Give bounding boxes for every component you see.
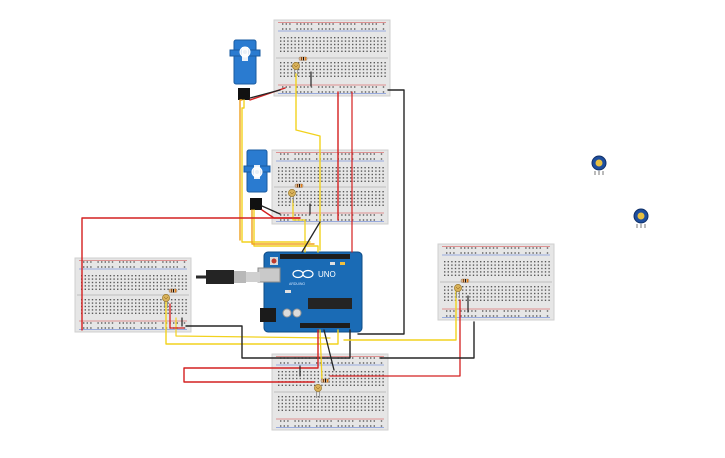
servo-middle-connector [250, 198, 262, 210]
wire-bottom-red [183, 329, 319, 383]
wire-left-yellow [165, 299, 339, 345]
potentiometer-1[interactable] [591, 155, 607, 175]
usb-port [257, 267, 281, 283]
arduino-uno[interactable]: UNO ARDUINO [257, 251, 363, 333]
wire-servo-mid-orange [251, 209, 315, 245]
breadboard-bottom[interactable] [271, 353, 389, 431]
wire-left-black [185, 325, 351, 359]
analog-header [300, 323, 350, 328]
resistor-5[interactable] [320, 378, 330, 383]
infinity-icon [292, 269, 314, 279]
reset-button[interactable] [271, 258, 277, 264]
servo-middle[interactable] [243, 149, 271, 210]
potentiometer-2[interactable] [633, 208, 649, 228]
wire-servo-mid-black [261, 205, 281, 215]
servo-top-connector [238, 88, 250, 100]
wire-right-yellow [343, 289, 457, 341]
uno-logo-text: UNO [318, 270, 336, 279]
wire-top-yellow [295, 73, 321, 251]
photoresistor-1[interactable] [292, 62, 300, 76]
wire-left-red [169, 303, 185, 329]
wire-top-black-right [357, 89, 405, 335]
photoresistor-5[interactable] [314, 384, 322, 398]
photoresistor-3[interactable] [162, 294, 170, 308]
wire-left-red-long [81, 217, 301, 331]
breadboard-top[interactable] [273, 19, 391, 97]
wire-right-red [329, 299, 461, 377]
photoresistor-4[interactable] [454, 284, 462, 298]
wire-left-yellow-2 [175, 317, 331, 339]
wire-mid-black-down [301, 221, 321, 253]
wire-bottom-black [323, 329, 335, 371]
wire-right-black [379, 321, 475, 359]
breadboard-left[interactable] [74, 257, 192, 333]
wire-bottom-yellow [319, 329, 323, 381]
arduino-board-label: ARDUINO [289, 282, 305, 286]
photoresistor-2[interactable] [288, 189, 296, 203]
wire-servo-top-power [239, 99, 243, 241]
digital-header [280, 254, 350, 259]
power-jack [260, 308, 276, 322]
servo-top[interactable] [229, 39, 261, 100]
wire-servo-top-black [249, 89, 281, 99]
resistor-3[interactable] [168, 288, 178, 293]
usb-cable[interactable] [196, 270, 260, 284]
resistor-2[interactable] [294, 183, 304, 188]
breadboard-middle[interactable] [271, 149, 389, 225]
wire-servo-mid-signal [253, 209, 319, 253]
breadboard-right[interactable] [437, 243, 555, 321]
wire-servo-top-signal [241, 99, 311, 243]
wire-mid-yellow [292, 199, 306, 253]
atmega-chip [308, 298, 352, 309]
resistor-1[interactable] [298, 56, 308, 61]
resistor-4[interactable] [460, 278, 470, 283]
